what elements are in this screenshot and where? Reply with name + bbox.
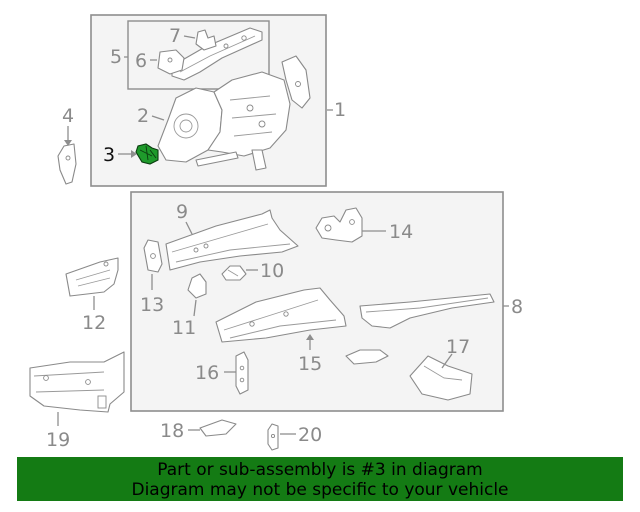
part-1-bracket — [281, 55, 311, 109]
leader-7 — [183, 35, 196, 39]
leader-17 — [441, 353, 453, 369]
part-7-bracket — [195, 29, 217, 51]
part-13-plate — [143, 239, 163, 273]
part-2-apron — [157, 71, 291, 171]
part-18-bracket — [199, 419, 237, 437]
part-6-bracket — [157, 49, 185, 75]
callout-6: 6 — [135, 50, 147, 72]
callout-15: 15 — [298, 353, 322, 375]
leader-15-arrow — [306, 334, 314, 340]
part-17-bracket — [409, 355, 473, 401]
callout-5: 5 — [110, 46, 122, 68]
part-4-bracket — [57, 143, 77, 185]
part-11-bracket — [187, 273, 207, 299]
part-19-support — [29, 351, 125, 413]
callout-2: 2 — [137, 105, 149, 127]
info-banner: Part or sub-assembly is #3 in diagram Di… — [17, 457, 623, 501]
callout-4: 4 — [62, 105, 74, 127]
part-5-rail-bracket — [171, 27, 263, 81]
callout-7: 7 — [169, 25, 181, 47]
callout-20: 20 — [298, 424, 322, 446]
callout-1: 1 — [334, 99, 346, 121]
callout-13: 13 — [140, 294, 164, 316]
callout-19: 19 — [46, 429, 70, 451]
callout-8: 8 — [511, 296, 523, 318]
callout-18: 18 — [160, 420, 184, 442]
part-15-member — [215, 287, 347, 343]
part-9-side-member — [165, 209, 299, 271]
leader-2 — [151, 115, 165, 121]
callout-14: 14 — [389, 221, 413, 243]
leader-3-arrow — [131, 150, 137, 158]
leader-9 — [185, 221, 193, 235]
leader-4-arrow — [64, 140, 72, 146]
banner-line-2: Diagram may not be specific to your vehi… — [131, 480, 509, 500]
part-small-clip — [345, 349, 389, 365]
callout-16: 16 — [195, 362, 219, 384]
leader-11 — [193, 299, 197, 317]
part-12-bracket — [65, 257, 119, 297]
part-3-highlighted — [135, 143, 159, 165]
part-8-rail — [359, 293, 495, 329]
banner-line-1: Part or sub-assembly is #3 in diagram — [157, 460, 483, 480]
part-10-bracket — [221, 265, 247, 281]
callout-12: 12 — [82, 312, 106, 334]
callout-3: 3 — [103, 144, 115, 166]
callout-17: 17 — [446, 336, 470, 358]
part-20-plate — [267, 423, 279, 451]
part-16-plate — [235, 351, 249, 395]
callout-11: 11 — [172, 317, 196, 339]
part-14-mount — [315, 207, 363, 243]
callout-9: 9 — [176, 201, 188, 223]
callout-10: 10 — [260, 260, 284, 282]
